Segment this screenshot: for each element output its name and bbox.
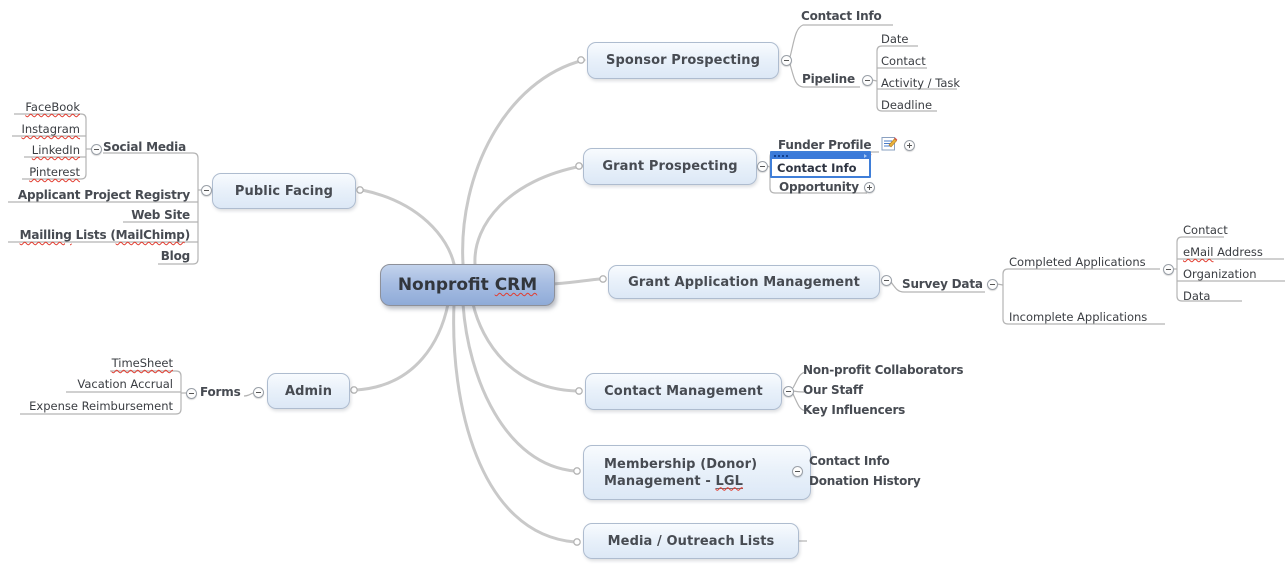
subtopic-incomplete-applications[interactable]: Incomplete Applications [1009,310,1148,324]
subtopic-mm-contact-info[interactable]: Contact Info [809,454,890,468]
collapse-button-grant-application-management[interactable] [880,274,892,286]
subtopic-blog[interactable]: Blog [160,249,190,263]
collapse-button-contact-management[interactable] [782,385,794,397]
leaf-timesheet[interactable]: TimeSheet [111,356,173,370]
minus-icon [883,279,889,281]
minus-icon [759,165,765,167]
topic-public-facing[interactable]: Public Facing [212,173,356,209]
topic-label: Media / Outreach Lists [607,533,775,549]
leaf-instagram[interactable]: Instagram [21,122,80,136]
collapse-button-public-facing[interactable] [200,184,212,196]
minus-icon [989,283,995,285]
branch-curves [354,58,602,544]
expand-button-opportunity[interactable] [863,181,875,193]
collapse-button-pipeline[interactable] [861,74,873,86]
connection-dots [350,56,607,546]
collapse-button-membership-management[interactable] [791,465,803,477]
expand-button-funder-profile[interactable] [903,139,915,151]
topic-label: Grant Application Management [628,274,860,290]
subtopic-nonprofit-collaborators[interactable]: Non-profit Collaborators [803,363,964,377]
subtopic-lines [8,24,1285,542]
subtopic-funder-profile[interactable]: Funder Profile [778,138,872,152]
subtopic-social-media[interactable]: Social Media [103,140,186,154]
subtopic-survey-data[interactable]: Survey Data [902,277,983,291]
grip-dots-icon [774,155,788,157]
minus-icon [93,148,99,150]
topic-label-line2: Management - LGL [604,473,743,489]
subtopic-gp-contact-info-selected[interactable]: Contact Info [770,151,871,178]
topic-grant-application-management[interactable]: Grant Application Management [608,265,880,299]
leaf-date[interactable]: Date [881,32,909,46]
root-label: Nonprofit [397,275,495,295]
notes-icon[interactable] [881,136,898,155]
misspelled-word: MailChimp [115,228,185,242]
topic-label-line1: Membership (Donor) [604,456,758,472]
collapse-button-admin[interactable] [252,386,264,398]
leaf-expense-reimbursement[interactable]: Expense Reimbursement [29,399,173,413]
leaf-ca-data[interactable]: Data [1183,289,1211,303]
collapse-button-grant-prospecting[interactable] [756,160,768,172]
subtopic-web-site[interactable]: Web Site [131,208,190,222]
collapse-button-sponsor-prospecting[interactable] [780,54,792,66]
collapse-button-completed-applications[interactable] [1162,263,1174,275]
misspelled-word: eMail [1183,245,1214,259]
subtopic-pipeline[interactable]: Pipeline [802,72,855,86]
leaf-linkedin[interactable]: LinkedIn [31,143,80,157]
selection-header [772,153,869,159]
leaf-contact[interactable]: Contact [881,54,926,68]
subtopic-key-influencers[interactable]: Key Influencers [803,403,906,417]
leaf-ca-email-address[interactable]: eMail Address [1183,245,1263,259]
minus-icon [785,390,791,392]
subtopic-donation-history[interactable]: Donation History [809,474,921,488]
subtopic-sp-contact-info[interactable]: Contact Info [801,9,882,23]
topic-membership-donor-management-lgl[interactable]: Membership (Donor) Management - LGL [583,445,811,500]
misspelled-word: LGL [715,473,743,489]
root-node-nonprofit-crm[interactable]: Nonprofit CRM [380,264,555,306]
topic-admin[interactable]: Admin [267,373,350,409]
collapse-button-forms[interactable] [185,387,197,399]
minus-icon [255,391,261,393]
subtopic-mailing-lists[interactable]: Mailling Lists (MailChimp) [19,228,191,242]
topic-media-outreach-lists[interactable]: Media / Outreach Lists [583,523,799,559]
root-label-misspelled: CRM [494,275,538,295]
resize-arrows-icon [864,154,867,158]
topic-sponsor-prospecting[interactable]: Sponsor Prospecting [587,42,779,79]
topic-grant-prospecting[interactable]: Grant Prospecting [583,148,757,185]
minus-icon [1165,268,1171,270]
topic-contact-management[interactable]: Contact Management [585,373,782,410]
leaf-facebook[interactable]: FaceBook [25,100,80,114]
topic-label: Admin [284,383,333,399]
subtopic-completed-applications[interactable]: Completed Applications [1009,255,1146,269]
collapse-button-social-media[interactable] [90,143,102,155]
minus-icon [864,79,870,81]
subtopic-forms[interactable]: Forms [200,385,241,399]
minus-icon [783,59,789,61]
misspelled-word: Mailling [19,228,72,242]
subtopic-applicant-project-registry[interactable]: Applicant Project Registry [17,188,190,202]
minus-icon [188,392,194,394]
minus-icon [794,470,800,472]
leaf-ca-organization[interactable]: Organization [1183,267,1257,281]
topic-label: Sponsor Prospecting [605,53,761,68]
leaf-pinterest[interactable]: Pinterest [29,165,80,179]
selected-node-label: Contact Info [777,161,857,175]
topic-label: Public Facing [234,183,334,199]
subtopic-opportunity[interactable]: Opportunity [779,180,859,194]
leaf-deadline[interactable]: Deadline [881,98,933,112]
leaf-activity-task[interactable]: Activity / Task [881,76,961,90]
collapse-button-survey-data[interactable] [986,278,998,290]
subtopic-our-staff[interactable]: Our Staff [803,383,863,397]
topic-label: Contact Management [604,384,763,399]
leaf-ca-contact[interactable]: Contact [1183,223,1228,237]
minus-icon [203,189,209,191]
topic-label: Grant Prospecting [602,159,738,174]
leaf-vacation-accrual[interactable]: Vacation Accrual [77,377,173,391]
